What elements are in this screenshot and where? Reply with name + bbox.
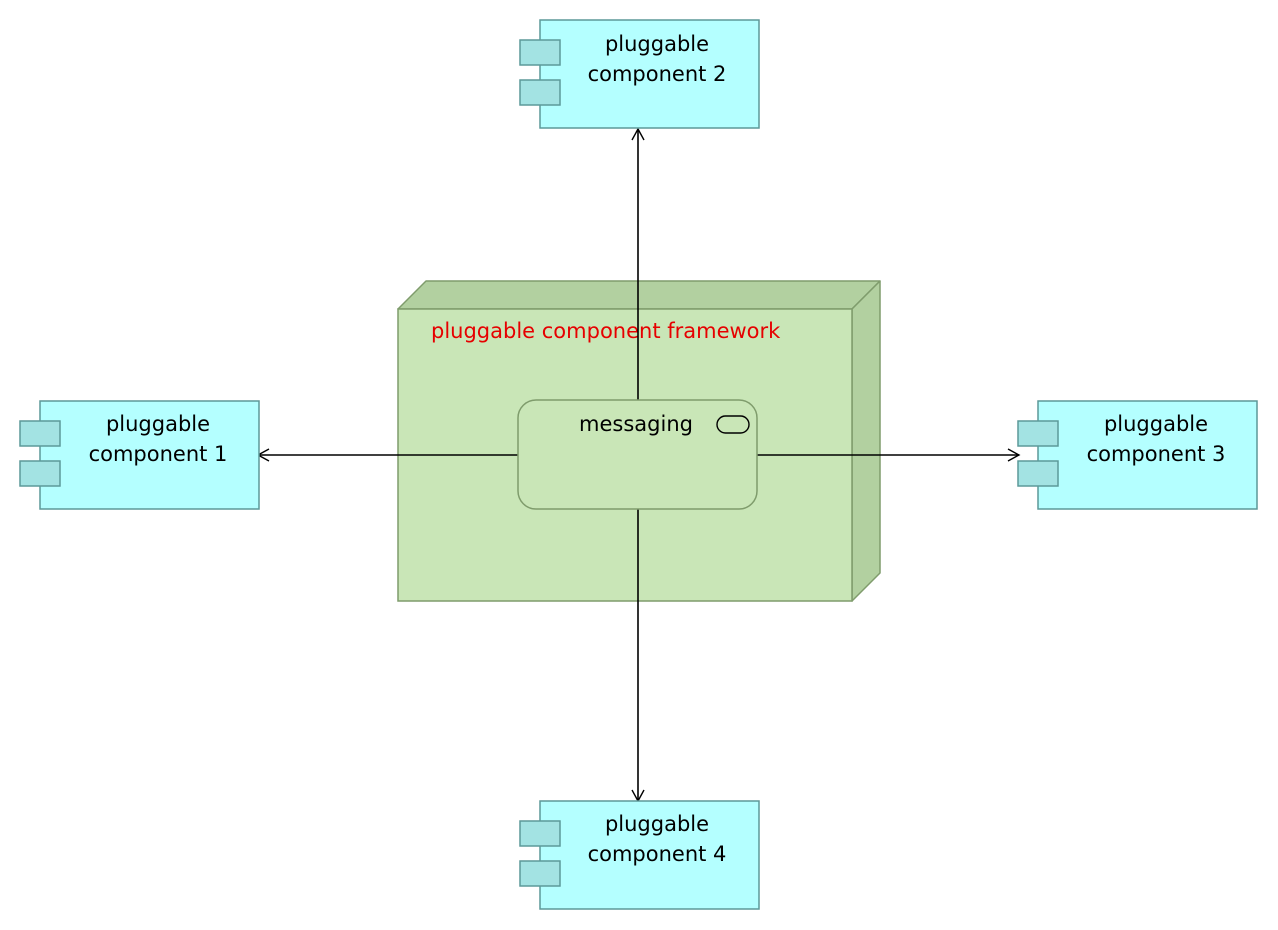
component-3[interactable]: pluggable component 3: [1017, 400, 1258, 510]
component-icon: [519, 39, 561, 66]
component-icon: [519, 860, 561, 887]
component-4-label-line2: component 4: [588, 842, 727, 866]
component-2-label-line2: component 2: [588, 62, 727, 86]
component-4-label-line1: pluggable: [605, 812, 709, 836]
component-2-label-line1: pluggable: [605, 32, 709, 56]
service-icon: [716, 415, 750, 434]
component-icon: [1017, 460, 1059, 487]
component-1[interactable]: pluggable component 1: [19, 400, 260, 510]
messaging-service-box: [517, 399, 758, 510]
component-3-box: [1037, 400, 1258, 510]
component-1-label-line2: component 1: [89, 442, 228, 466]
framework-node-top-face: [397, 280, 881, 310]
edges: [256, 127, 1021, 803]
component-3-label-line1: pluggable: [1104, 412, 1208, 436]
messaging-service-label: messaging: [579, 412, 693, 436]
framework-node-side-face: [851, 280, 881, 602]
component-1-label-line1: pluggable: [106, 412, 210, 436]
component-2[interactable]: pluggable component 2: [519, 19, 760, 129]
component-3-label-line2: component 3: [1087, 442, 1226, 466]
messaging-service[interactable]: messaging: [517, 399, 758, 510]
component-1-box: [39, 400, 260, 510]
component-4-box: [539, 800, 760, 910]
component-2-box: [539, 19, 760, 129]
component-icon: [519, 79, 561, 106]
component-icon: [1017, 420, 1059, 447]
component-icon: [19, 460, 61, 487]
component-4[interactable]: pluggable component 4: [519, 800, 760, 910]
component-icon: [19, 420, 61, 447]
component-icon: [519, 820, 561, 847]
framework-node-label: pluggable component framework: [431, 319, 781, 343]
